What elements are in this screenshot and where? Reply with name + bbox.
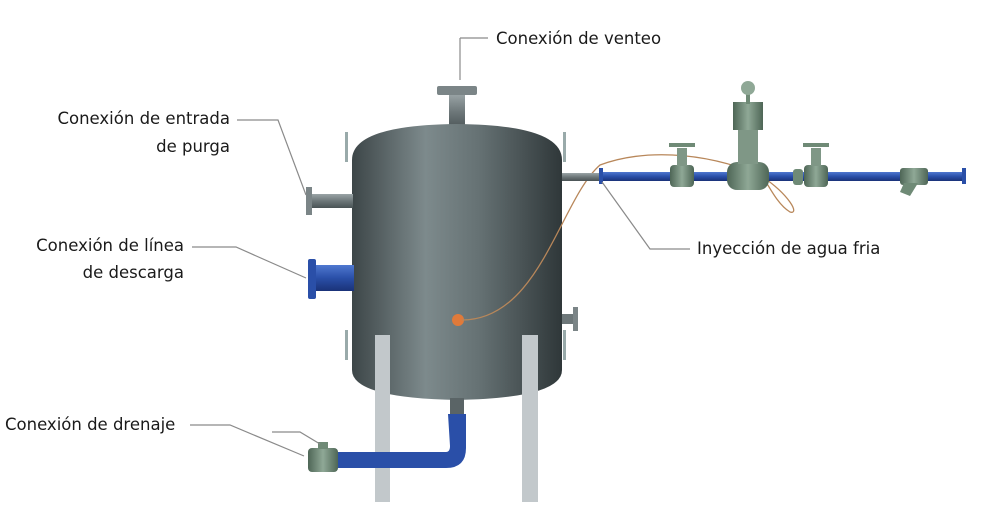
isolation-valve-1 [669,143,695,187]
drain-leader [190,424,305,457]
label-cold-water: Inyección de agua fria [697,239,880,258]
sensor-wire [461,149,795,321]
strainer [900,168,928,196]
left-leg [375,335,390,502]
tank [345,124,566,400]
label-vent: Conexión de venteo [496,29,661,48]
cold-water-line [562,168,966,184]
vent-nozzle [437,86,477,130]
label-purge-1: Conexión de entrada [57,109,230,128]
cold-water-leader [601,181,690,250]
side-nozzle [562,307,578,331]
discharge-nozzle [308,259,354,299]
drain-piping [272,398,466,472]
isolation-valve-2 [793,143,829,187]
purge-leader [237,119,307,196]
purge-inlet-nozzle [306,187,353,215]
temperature-sensor [452,314,464,326]
control-valve [727,81,769,190]
label-discharge-2: de descarga [83,263,184,282]
discharge-leader [192,246,307,279]
label-discharge-1: Conexión de línea [36,236,184,255]
drain-valve [308,448,338,472]
label-drain: Conexión de drenaje [5,415,175,434]
right-leg [522,335,538,502]
label-purge-2: de purga [156,137,230,156]
